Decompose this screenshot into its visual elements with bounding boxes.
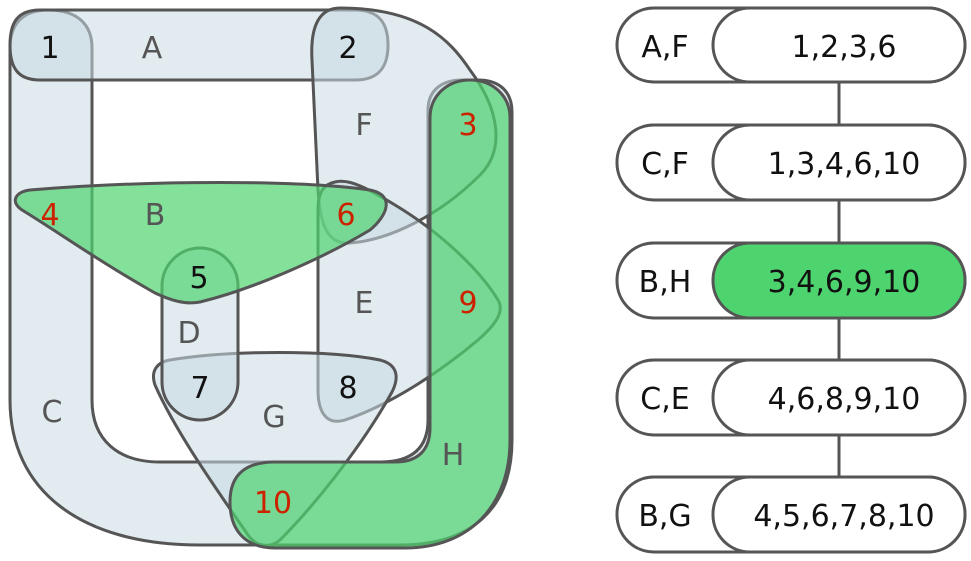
hyperedge-B [13, 181, 388, 305]
vertex-10: 10 [254, 486, 292, 521]
vertex-4: 4 [40, 198, 59, 233]
edge-label-G: G [262, 400, 285, 435]
decomposition-tree: A,F 1,2,3,6 C,F 1,3,4,6,10 B,H 3,4,6,9,1… [615, 6, 967, 554]
tree-node: A,F 1,2,3,6 [615, 6, 967, 84]
tree-node-edges: B,H [639, 265, 692, 300]
vertex-2: 2 [338, 31, 357, 66]
hyperedge-H [228, 78, 512, 550]
tree-node-edges: C,F [641, 147, 689, 182]
tree-node-vertices: 3,4,6,9,10 [768, 265, 921, 300]
edge-label-F: F [355, 108, 372, 143]
tree-node: C,F 1,3,4,6,10 [615, 123, 967, 202]
vertex-3: 3 [458, 108, 477, 143]
vertex-5: 5 [189, 261, 208, 296]
vertex-8: 8 [338, 371, 357, 406]
vertex-6: 6 [336, 198, 355, 233]
tree-node-edges: C,E [640, 382, 689, 417]
vertex-1: 1 [40, 31, 59, 66]
tree-node-vertices: 1,3,4,6,10 [768, 147, 921, 182]
tree-node-vertices: 4,5,6,7,8,10 [753, 499, 934, 534]
vertex-7: 7 [190, 371, 209, 406]
tree-node-vertices: 1,2,3,6 [792, 30, 897, 65]
edge-label-E: E [355, 286, 374, 321]
tree-node-edges: A,F [641, 30, 688, 65]
edge-label-D: D [177, 316, 200, 351]
edge-label-C: C [42, 395, 63, 430]
vertex-9: 9 [458, 286, 477, 321]
tree-node-vertices: 4,6,8,9,10 [768, 382, 921, 417]
tree-node: C,E 4,6,8,9,10 [615, 358, 967, 437]
edge-label-B: B [145, 198, 166, 233]
tree-node: B,G 4,5,6,7,8,10 [615, 475, 967, 554]
tree-node-highlighted: B,H 3,4,6,9,10 [615, 241, 967, 320]
edge-label-A: A [142, 31, 163, 66]
tree-node-edges: B,G [638, 499, 691, 534]
edge-label-H: H [442, 438, 465, 473]
